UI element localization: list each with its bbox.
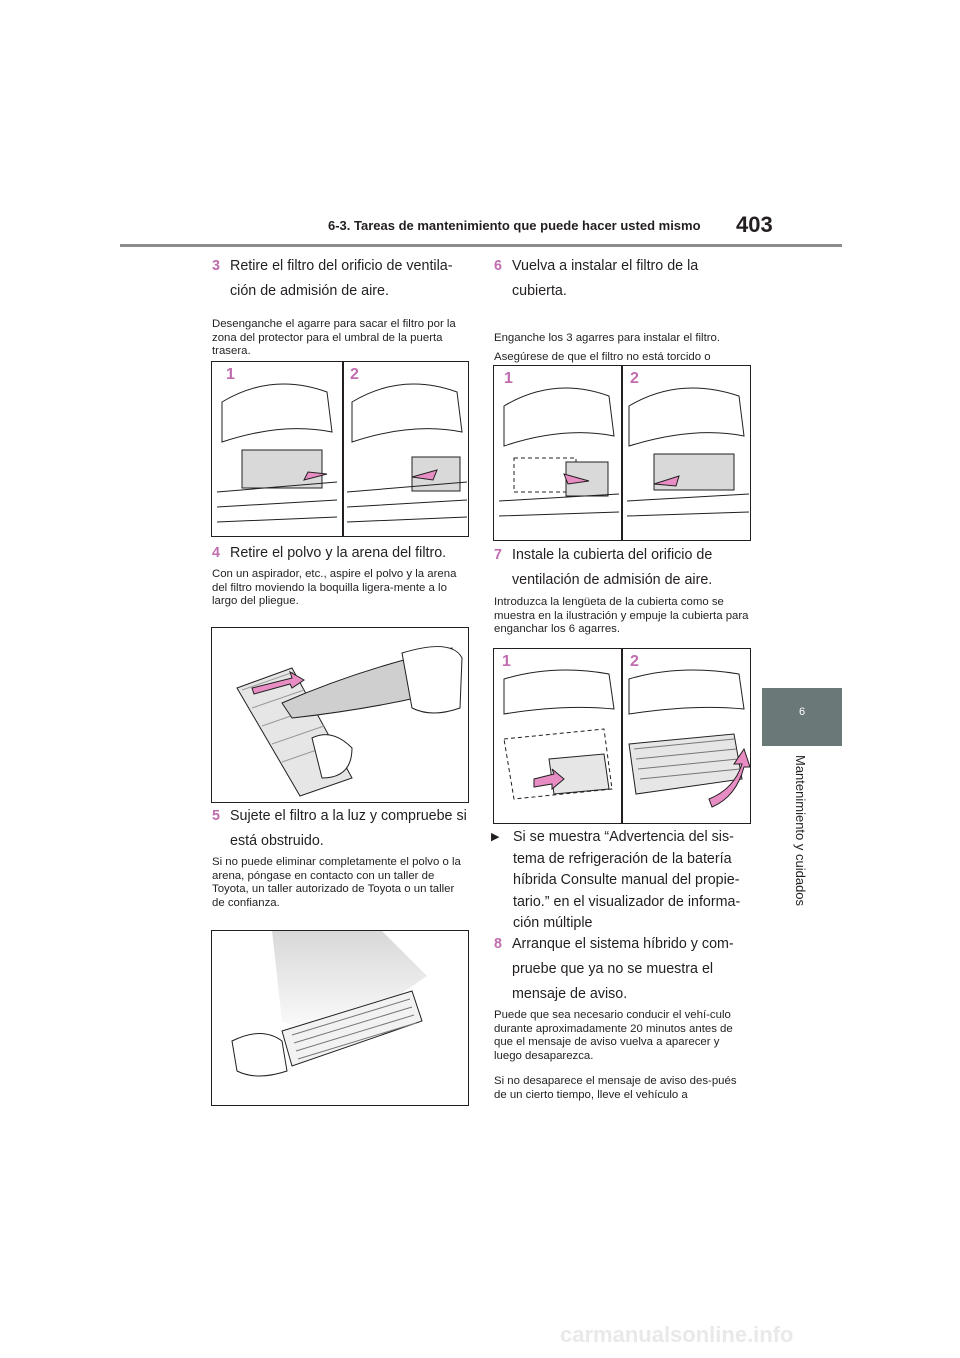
figure-install-filter: 1 2: [493, 365, 751, 541]
step-5-note: Si no puede eliminar completamente el po…: [212, 856, 461, 909]
step-4-note: Con un aspirador, etc., aspire el polvo …: [212, 568, 457, 607]
triangle-bullet-icon: ▶: [491, 831, 500, 843]
step-number: 8: [494, 936, 502, 952]
footer-watermark: carmanualsonline.info: [560, 1322, 794, 1347]
figure-vacuum-filter: [211, 627, 469, 803]
figure-label-2: 2: [630, 370, 639, 387]
step-number: 4: [212, 545, 220, 561]
step-text: Retire el filtro del orificio de ventila…: [230, 258, 453, 299]
step-text: Arranque el sistema híbrido y com-pruebe…: [512, 936, 734, 1002]
step-text: Vuelva a instalar el filtro de la cubier…: [512, 258, 699, 299]
step-4: 4 Retire el polvo y la arena del filtro.: [212, 541, 468, 566]
step-6-note-1: Enganche los 3 agarres para instalar el …: [494, 332, 721, 344]
chapter-number: 6: [798, 706, 806, 718]
figure-label-2: 2: [630, 653, 639, 670]
bullet-text: Si se muestra “Advertencia del sis-tema …: [513, 829, 741, 931]
figure-remove-filter: 1 2: [211, 361, 469, 537]
figure-install-cover: 1 2: [493, 648, 751, 824]
step-8: 8 Arranque el sistema híbrido y com-prue…: [494, 932, 750, 1007]
figure-label-1: 1: [502, 653, 511, 670]
step-8-note-2: Si no desaparece el mensaje de aviso des…: [494, 1075, 737, 1101]
figure-label-1: 1: [226, 366, 235, 383]
section-title: 6-3. Tareas de mantenimiento que puede h…: [328, 218, 701, 233]
step-3-note: Desenganche el agarre para sacar el filt…: [212, 318, 456, 357]
step-number: 3: [212, 258, 220, 274]
step-number: 5: [212, 808, 220, 824]
figure-label-1: 1: [504, 370, 513, 387]
step-number: 7: [494, 547, 502, 563]
step-text: Retire el polvo y la arena del filtro.: [230, 545, 447, 561]
step-5: 5 Sujete el filtro a la luz y compruebe …: [212, 804, 468, 854]
header-rule: [120, 244, 842, 247]
figure-label-2: 2: [350, 366, 359, 383]
step-number: 6: [494, 258, 502, 274]
warning-bullet: ▶ Si se muestra “Advertencia del sis-tem…: [491, 827, 755, 935]
step-3: 3 Retire el filtro del orificio de venti…: [212, 254, 468, 304]
chapter-title: Mantenimiento y cuidados: [793, 755, 808, 907]
page-number: 403: [736, 212, 773, 237]
figure-check-filter-light: [211, 930, 469, 1106]
chapter-tab: 6: [762, 688, 842, 746]
step-text: Instale la cubierta del orificio de vent…: [512, 547, 713, 588]
step-6: 6 Vuelva a instalar el filtro de la cubi…: [494, 254, 750, 304]
step-7-note: Introduzca la lengüeta de la cubierta co…: [494, 596, 749, 635]
step-7: 7 Instale la cubierta del orificio de ve…: [494, 543, 750, 593]
step-8-note-1: Puede que sea necesario conducir el vehí…: [494, 1009, 733, 1062]
step-text: Sujete el filtro a la luz y compruebe si…: [230, 808, 467, 849]
